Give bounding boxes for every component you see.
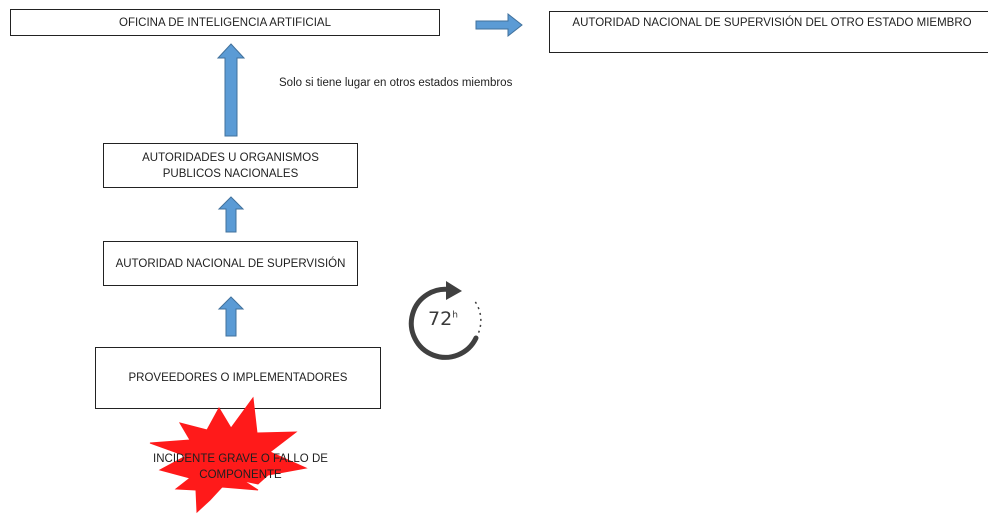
public-bodies-box: AUTORIDADES U ORGANISMOS PUBLICOS NACION… (103, 143, 358, 188)
incident-label: INCIDENTE GRAVE O FALLO DE COMPONENTE (153, 453, 328, 481)
incident-burst-icon (149, 396, 308, 514)
other-state-authority-box: AUTORIDAD NACIONAL DE SUPERVISIÓN DEL OT… (549, 11, 988, 53)
other-state-authority-label: AUTORIDAD NACIONAL DE SUPERVISIÓN DEL OT… (572, 17, 972, 29)
providers-label: PROVEEDORES O IMPLEMENTADORES (128, 372, 348, 384)
other-states-note: Solo si tiene lugar en otros estados mie… (279, 77, 513, 89)
ai-office-box: OFICINA DE INTELIGENCIA ARTIFICIAL (10, 9, 440, 36)
up-arrow-icon-middle (217, 196, 245, 233)
clock-hours: 72h (428, 308, 458, 330)
public-bodies-label: AUTORIDADES U ORGANISMOS PUBLICOS NACION… (142, 151, 319, 180)
national-authority-box: AUTORIDAD NACIONAL DE SUPERVISIÓN (103, 241, 358, 286)
providers-box: PROVEEDORES O IMPLEMENTADORES (95, 347, 381, 409)
right-arrow-icon (475, 12, 523, 38)
ai-office-label: OFICINA DE INTELIGENCIA ARTIFICIAL (119, 16, 331, 29)
up-arrow-icon-bottom (217, 296, 245, 337)
national-authority-label: AUTORIDAD NACIONAL DE SUPERVISIÓN (115, 257, 346, 270)
up-arrow-icon-long (216, 43, 246, 137)
clock-value: 72 (428, 308, 453, 330)
clock-unit: h (452, 310, 458, 321)
clock-72h-icon (408, 281, 482, 360)
